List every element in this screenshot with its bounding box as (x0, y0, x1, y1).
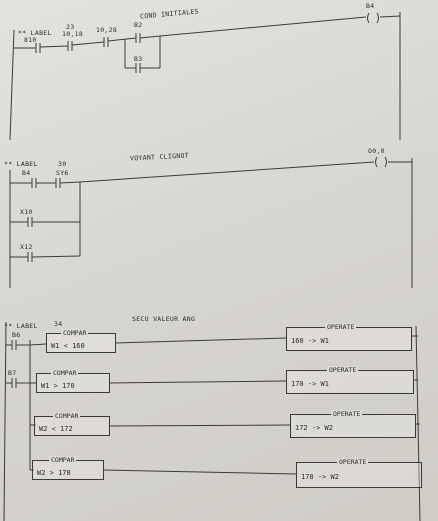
rung2-contact-x10: X10 (20, 208, 33, 216)
rung3-label-number: 34 (54, 320, 63, 328)
operate-block-expression: 170 -> W1 (291, 380, 329, 388)
rung3-label-tag: ** LABEL (4, 322, 38, 330)
rung2-label-number: 30 (58, 160, 67, 168)
compare-block-expression: W1 < 160 (51, 342, 85, 350)
compare-block-2: COMPAR W1 > 170 (36, 369, 110, 393)
compare-block-header: COMPAR (51, 369, 79, 377)
rung2-label-tag: ** LABEL (4, 160, 38, 168)
rung2-contact-b4: B4 (22, 169, 31, 177)
operate-block-header: OPERATE (331, 410, 363, 418)
rung1-contact-b2: B2 (134, 21, 143, 29)
rung1-label-number: 810 (24, 36, 37, 44)
rung1-label-tag: ** LABEL (18, 29, 52, 37)
rung2-contact-x12: X12 (20, 243, 33, 251)
compare-block-expression: W1 > 170 (41, 382, 75, 390)
compare-block-4: COMPAR W2 > 178 (32, 456, 104, 480)
rung3-contact-b7: B7 (8, 369, 17, 377)
operate-block-expression: 178 -> W2 (301, 473, 339, 481)
compare-block-1: COMPAR W1 < 160 (46, 329, 116, 353)
compare-block-header: COMPAR (49, 456, 77, 464)
rung1-contact-10-28: 10,28 (96, 26, 118, 34)
operate-block-header: OPERATE (327, 366, 359, 374)
rung1-contact-23: 23 (66, 23, 75, 31)
rung3-contact-b6: B6 (12, 331, 21, 339)
operate-block-2: OPERATE 170 -> W1 (286, 366, 414, 394)
compare-block-3: COMPAR W2 < 172 (34, 412, 110, 436)
rung2-contact-sy6: SY6 (56, 169, 69, 177)
operate-block-expression: 160 -> W1 (291, 337, 329, 345)
compare-block-expression: W2 < 172 (39, 425, 73, 433)
compare-block-expression: W2 > 178 (37, 469, 71, 477)
rung1-contact-b3: B3 (134, 55, 143, 63)
operate-block-1: OPERATE 160 -> W1 (286, 323, 412, 351)
rung3-comment: SECU VALEUR ANG (132, 315, 196, 323)
operate-block-expression: 172 -> W2 (295, 424, 333, 432)
compare-block-header: COMPAR (53, 412, 81, 420)
rung2-coil-label: O0,0 (368, 147, 385, 155)
operate-block-3: OPERATE 172 -> W2 (290, 410, 416, 438)
operate-block-4: OPERATE 178 -> W2 (296, 458, 422, 488)
operate-block-header: OPERATE (337, 458, 369, 466)
operate-block-header: OPERATE (325, 323, 357, 331)
rung1-coil-label: B4 (366, 2, 375, 10)
rung1-contact-10-18: 10,18 (62, 30, 84, 38)
compare-block-header: COMPAR (61, 329, 89, 337)
